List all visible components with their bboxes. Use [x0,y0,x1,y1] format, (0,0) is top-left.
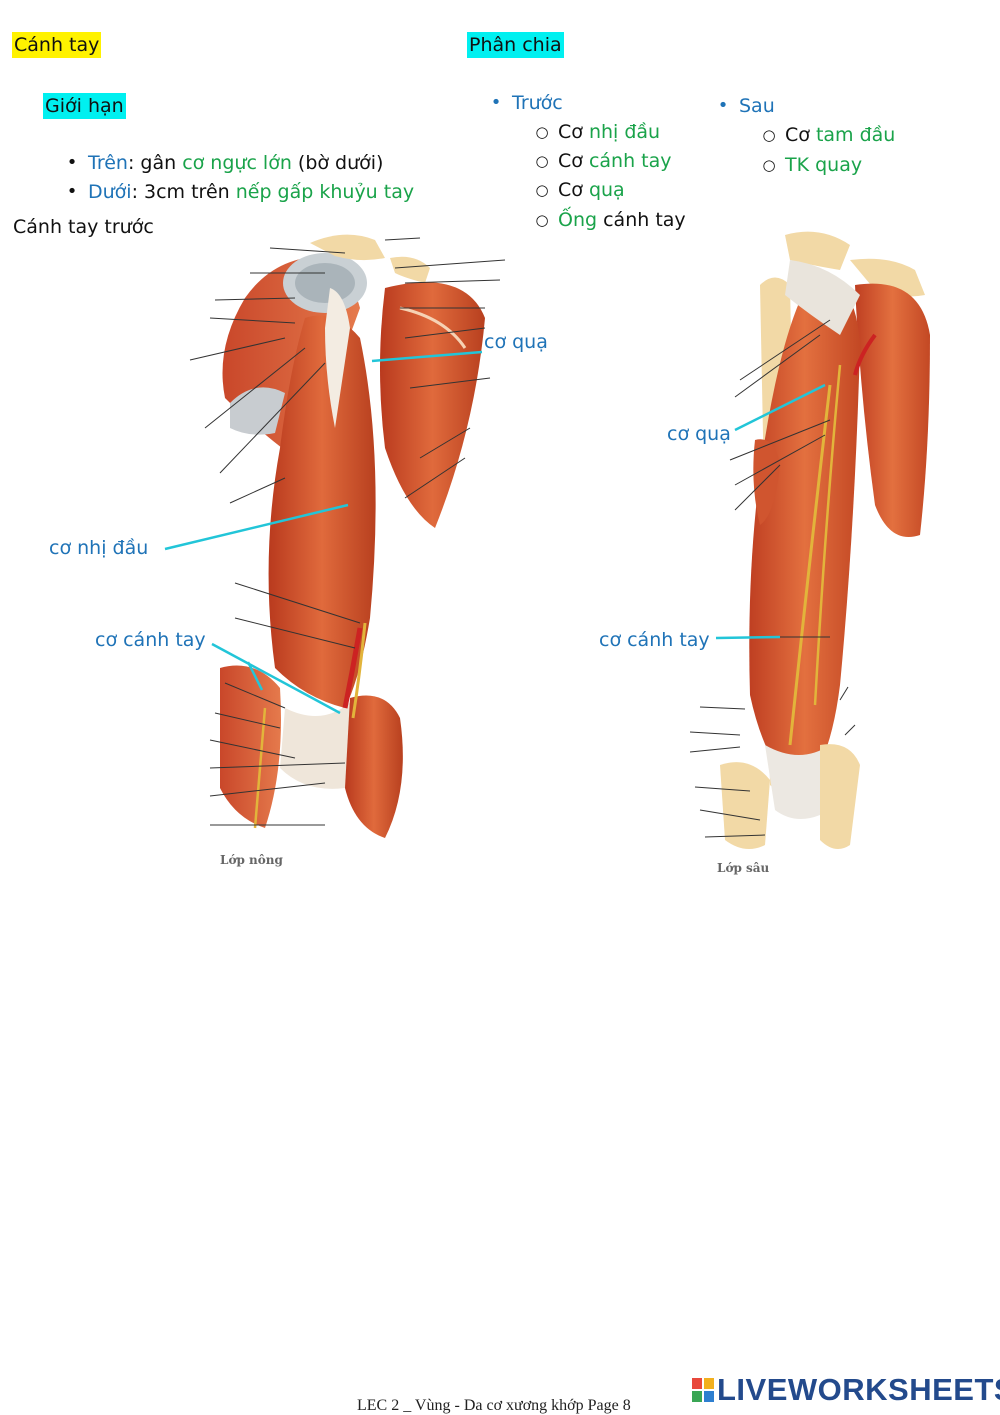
pointer-line-left-coracobrachialis [372,352,482,361]
caption-deep-layer: Lớp sâu [717,861,769,875]
pointer-line-right-brachialis [716,637,780,638]
answer-left-brachialis[interactable]: cơ cánh tay [95,628,206,652]
pointer-line-left-brachialis [212,644,340,713]
pointer-line-left-biceps [165,505,348,549]
caption-superficial-layer: Lớp nông [220,853,283,867]
answer-left-biceps[interactable]: cơ nhị đầu [49,536,148,560]
pointer-line-right-coracobrachialis [735,385,825,430]
answer-pointer-lines [0,0,1000,900]
answer-left-coracobrachialis[interactable]: cơ quạ [484,330,548,354]
page-footer: LEC 2 _ Vùng - Da cơ xương khớp Page 8 [357,1397,631,1415]
answer-right-coracobrachialis[interactable]: cơ quạ [667,422,731,446]
liveworksheets-logo-icon [692,1378,714,1402]
answer-right-brachialis[interactable]: cơ cánh tay [599,628,710,652]
liveworksheets-brand[interactable]: LIVEWORKSHEETS [717,1372,1000,1408]
